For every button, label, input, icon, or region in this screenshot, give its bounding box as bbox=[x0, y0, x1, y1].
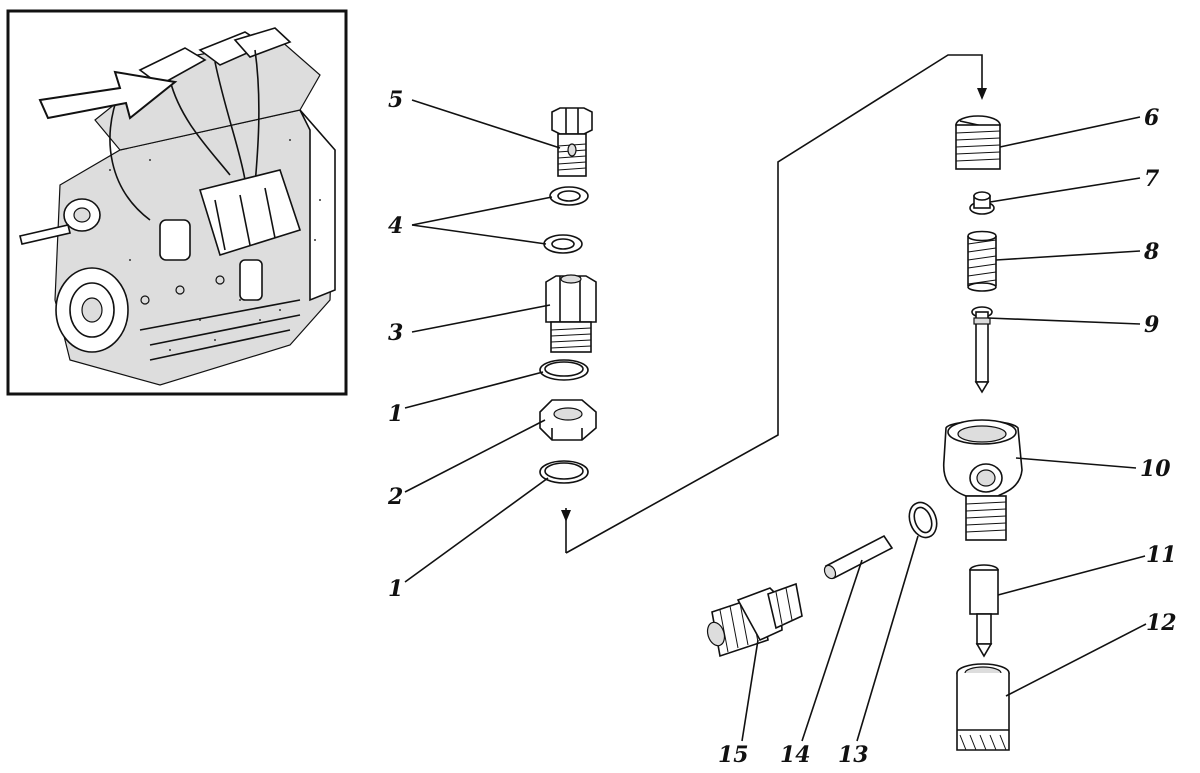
label-part-9: 9 bbox=[1144, 312, 1159, 338]
part-2-nut bbox=[539, 399, 597, 441]
leader-lines bbox=[404, 99, 1147, 742]
part-3-union-fitting bbox=[545, 274, 597, 353]
part-13-sealing-ring bbox=[908, 501, 938, 539]
arrow-down-icon bbox=[561, 510, 571, 522]
part-1-sealing-ring-upper bbox=[539, 359, 589, 381]
part-labels: 5 4 3 1 2 1 6 7 8 9 10 11 12 13 14 15 bbox=[387, 87, 1177, 768]
engine-location-inset bbox=[6, 9, 348, 396]
label-part-5: 5 bbox=[388, 87, 403, 113]
part-12-nozzle-nut bbox=[956, 663, 1010, 751]
label-part-6: 6 bbox=[1144, 105, 1159, 131]
label-part-13: 13 bbox=[838, 742, 869, 768]
part-4-sealing-washers bbox=[543, 186, 589, 254]
part-1-sealing-ring-lower bbox=[539, 460, 589, 484]
arrow-down-icon bbox=[977, 88, 987, 100]
part-9-needle bbox=[971, 306, 993, 394]
part-5-banjo-bolt bbox=[551, 107, 593, 177]
part-11-nozzle bbox=[969, 564, 999, 658]
label-part-15: 15 bbox=[718, 742, 749, 768]
part-8-spring bbox=[967, 230, 997, 292]
label-part-3: 3 bbox=[388, 320, 403, 346]
part-10-injector-body bbox=[942, 419, 1023, 541]
label-part-2: 2 bbox=[387, 484, 403, 510]
part-15-connector bbox=[706, 582, 803, 658]
label-part-4: 4 bbox=[388, 213, 403, 239]
label-part-10: 10 bbox=[1140, 456, 1171, 482]
part-14-pin bbox=[823, 534, 894, 580]
label-part-1-upper: 1 bbox=[388, 401, 403, 427]
part-6-screw-plug bbox=[955, 115, 1001, 170]
label-part-14: 14 bbox=[780, 742, 811, 768]
label-part-12: 12 bbox=[1146, 610, 1177, 636]
label-part-11: 11 bbox=[1146, 542, 1177, 568]
part-7-spring-seat bbox=[969, 191, 995, 215]
label-part-1-lower: 1 bbox=[388, 576, 403, 602]
location-arrow-icon bbox=[38, 70, 178, 120]
label-part-8: 8 bbox=[1143, 239, 1159, 265]
assembly-connection-line bbox=[561, 54, 987, 554]
engine-illustration bbox=[19, 27, 336, 386]
label-part-7: 7 bbox=[1144, 166, 1160, 192]
